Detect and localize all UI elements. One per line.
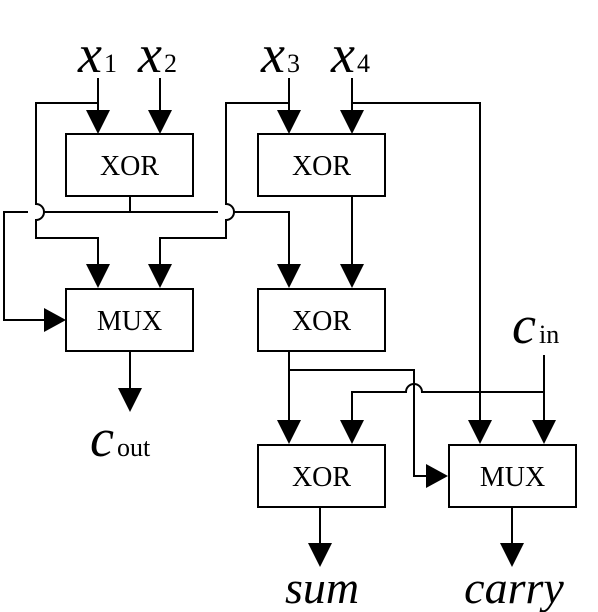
gate-mux2-label: MUX: [480, 462, 545, 493]
input-x2-label: x2: [137, 24, 177, 84]
gate-xor3-label: XOR: [292, 306, 351, 337]
gate-xor3: XOR: [257, 288, 386, 352]
input-x3-label: x3: [260, 24, 300, 84]
arrow-x2-xor1: [148, 110, 172, 134]
wire-x1-branch-mux1: [35, 102, 99, 264]
arrow-xor3-right: [340, 264, 364, 288]
wire-x3-branch-mux1: [159, 102, 289, 264]
arrow-mux2-right: [532, 420, 556, 444]
arrow-xor3-left: [277, 264, 301, 288]
input-x4-label: x4: [330, 24, 370, 84]
arrow-x4-xor2: [340, 110, 364, 134]
output-sum-label: sum: [285, 562, 359, 612]
arrow-xor4-right: [340, 420, 364, 444]
arrow-x1-xor1: [86, 110, 110, 134]
arrow-mux2-select: [426, 464, 448, 488]
wire-xor1-out: [44, 196, 131, 213]
arrow-x3-xor2: [277, 110, 301, 134]
wire-xor3-to-mux2-sel: [289, 369, 428, 477]
gate-xor1-label: XOR: [100, 151, 159, 182]
gate-mux1: MUX: [65, 288, 194, 352]
gate-xor4-label: XOR: [292, 462, 351, 493]
arrow-xor4-left: [277, 420, 301, 444]
wire-xor1-to-mux1-sel: [3, 211, 48, 321]
gate-xor2-label: XOR: [292, 151, 351, 182]
arrow-mux1-select: [44, 308, 66, 332]
wires: [3, 78, 545, 545]
arrow-mux2-left: [468, 420, 492, 444]
gate-xor4: XOR: [257, 444, 386, 508]
gate-mux1-label: MUX: [97, 306, 162, 337]
arrow-mux1-right: [148, 264, 172, 288]
wire-cin-to-xor4: [351, 383, 544, 423]
arrow-mux1-left: [86, 264, 110, 288]
arrowheads: [44, 110, 556, 567]
arrow-sum: [308, 543, 332, 567]
input-x1-label: x1: [77, 24, 117, 84]
arrow-cout: [118, 388, 142, 412]
wire-x4-branch-mux2: [352, 102, 481, 423]
gate-xor2: XOR: [257, 133, 386, 197]
gate-mux2: MUX: [448, 444, 577, 508]
arrow-carry: [500, 543, 524, 567]
gate-xor1: XOR: [65, 133, 194, 197]
wire-xor1-to-xor3: [130, 211, 290, 268]
output-carry-label: carry: [464, 562, 564, 612]
